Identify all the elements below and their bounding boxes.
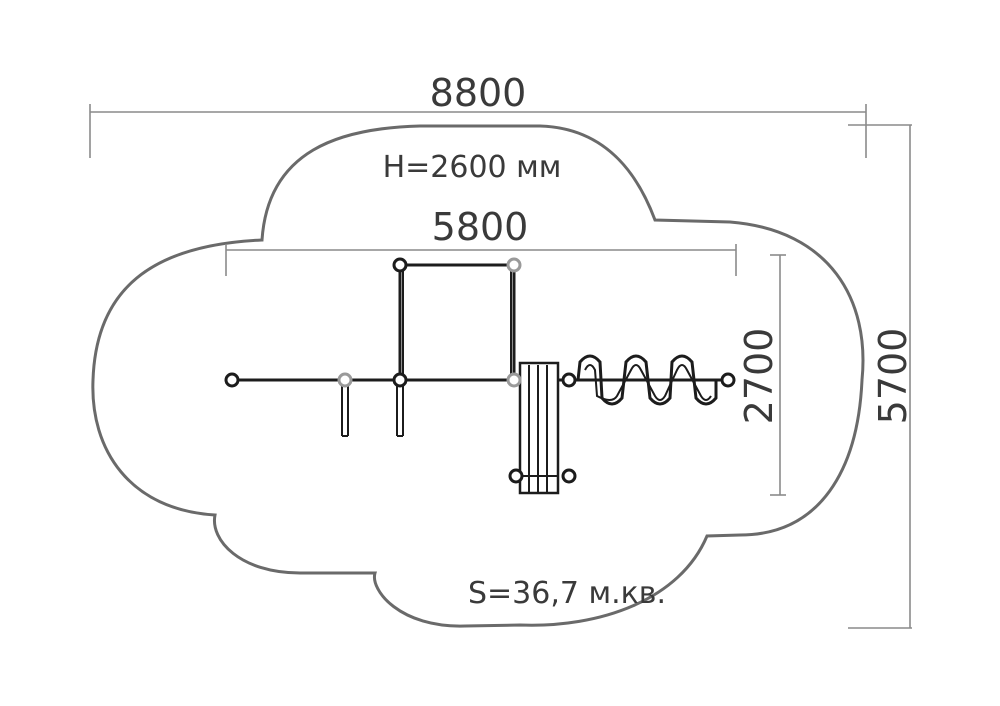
equipment-width-label: 5800	[432, 205, 529, 249]
upper-frame	[398, 263, 516, 380]
equipment-width-dimension: 5800	[225, 205, 737, 276]
post-deck-bottom-left	[508, 468, 524, 484]
serpentine-bar	[576, 354, 718, 406]
safety-zone-outline	[91, 124, 865, 628]
equipment-depth-label: 2700	[737, 328, 781, 425]
height-label: H=2600 мм	[383, 150, 562, 185]
post-frame-top-left	[392, 257, 408, 273]
post-deck-right	[561, 372, 577, 388]
overall-width-label: 8800	[430, 71, 527, 115]
hanging-handle-left	[341, 386, 349, 437]
hanging-handle-right	[396, 386, 404, 437]
overall-depth-dimension: 5700	[848, 124, 915, 629]
post-handle-left	[337, 372, 353, 388]
post-frame-top-right	[506, 257, 522, 273]
area-label: S=36,7 м.кв.	[468, 576, 666, 611]
overall-width-dimension: 8800	[89, 71, 867, 158]
serpentine-bar-inner	[584, 364, 712, 401]
post-far-left	[224, 372, 240, 388]
ladder-deck	[518, 361, 560, 495]
post-far-right	[720, 372, 736, 388]
overall-depth-label: 5700	[871, 328, 915, 425]
post-handle-right	[392, 372, 408, 388]
post-frame-bottom-right	[506, 372, 522, 388]
equipment-depth-dimension: 2700	[737, 254, 786, 496]
post-deck-bottom-right	[561, 468, 577, 484]
